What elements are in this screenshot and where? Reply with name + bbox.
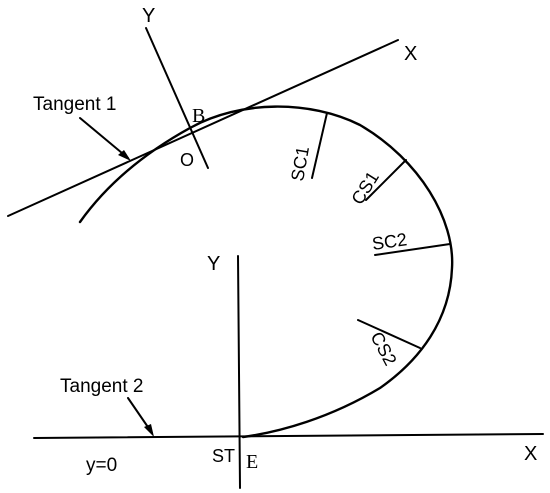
cs2-label: CS2 [366,328,400,368]
sc1-marker [311,112,328,179]
tangent-1-label: Tangent 1 [33,94,116,115]
y-axis-bottom [237,255,241,489]
cs1-marker [365,159,407,201]
sc2-label: SC2 [371,229,408,254]
sc2-marker [374,243,451,256]
tangent-2-label: Tangent 2 [60,376,143,397]
sc1-label: SC1 [287,145,313,183]
point-o-label: O [180,150,194,170]
x-axis-top-label: X [404,43,417,65]
x-axis-bottom-label: X [524,443,537,465]
cs2-marker [357,319,421,349]
y-axis-top [145,27,209,169]
y-axis-bottom-label: Y [207,253,220,275]
point-b-label: B [192,105,205,127]
tangent-2-arrowhead [144,424,154,437]
tangent-1-leader [79,117,129,159]
tangent-2-line [33,433,544,439]
y-equals-zero-label: y=0 [86,455,117,476]
point-e-label: E [246,451,258,473]
y-axis-top-label: Y [142,5,155,27]
point-st-label: ST [212,446,235,466]
transition-curve [78,105,454,439]
tangent-1-line [7,39,399,217]
tangent-1-arrowhead [118,150,131,161]
